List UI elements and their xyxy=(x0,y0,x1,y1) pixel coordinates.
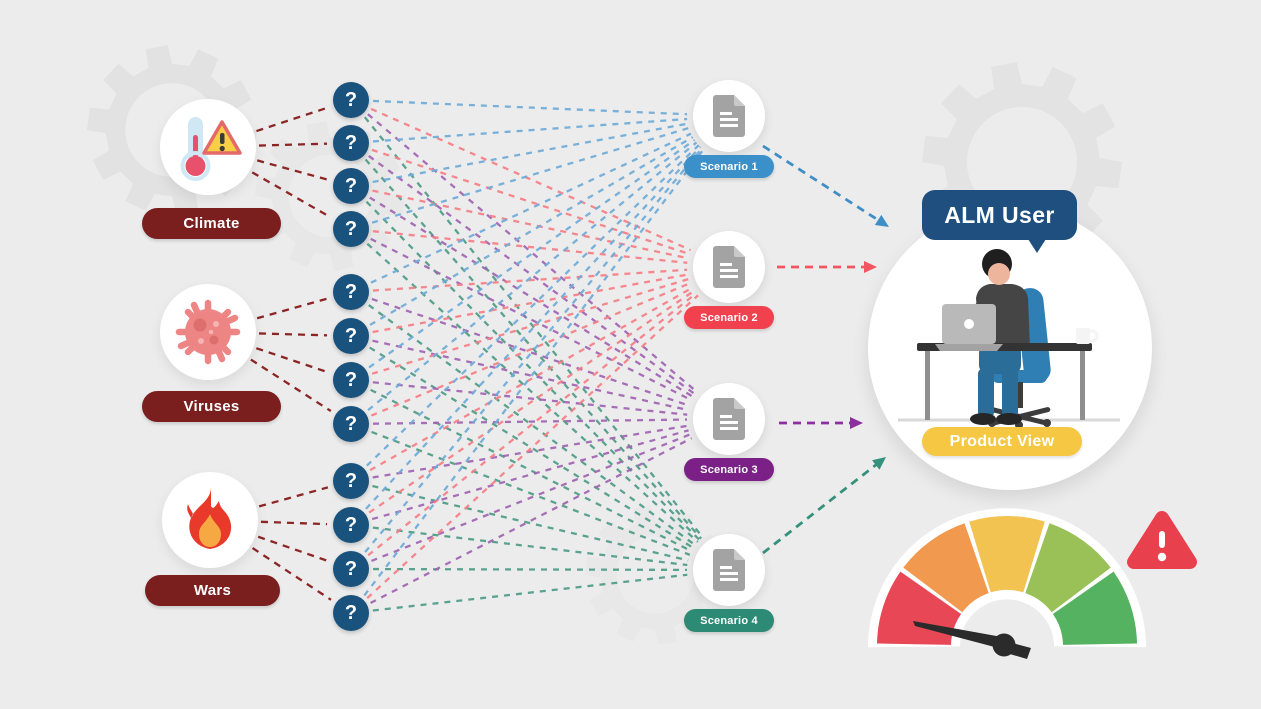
alm-user-bubble-tail xyxy=(1028,239,1046,253)
alm-user-label: ALM User xyxy=(944,201,1055,228)
question-node: ? xyxy=(333,362,369,398)
warning-triangle-icon xyxy=(1127,511,1197,569)
question-node: ? xyxy=(333,463,369,499)
question-node: ? xyxy=(333,274,369,310)
scenario-circle xyxy=(693,80,765,152)
source-pill-viruses: Viruses xyxy=(142,391,281,422)
arrowhead xyxy=(872,457,886,470)
question-node: ? xyxy=(333,82,369,118)
scenario-pill: Scenario 3 xyxy=(684,458,774,481)
document-icon xyxy=(713,246,745,288)
source-label: Viruses xyxy=(183,398,240,415)
source-label: Wars xyxy=(193,582,232,599)
product-view-pill: Product View xyxy=(922,427,1082,456)
scenario-circle xyxy=(693,534,765,606)
source-circle-viruses xyxy=(160,284,256,380)
question-node: ? xyxy=(333,318,369,354)
source-circle-climate xyxy=(160,99,256,195)
source-label: Climate xyxy=(183,215,240,232)
question-node: ? xyxy=(333,507,369,543)
document-icon xyxy=(713,398,745,440)
document-icon xyxy=(713,549,745,591)
flame-icon xyxy=(187,488,232,549)
question-node: ? xyxy=(333,125,369,161)
source-pill-wars: Wars xyxy=(145,575,280,606)
arrowhead xyxy=(864,261,877,273)
question-node: ? xyxy=(333,551,369,587)
risk-gauge xyxy=(868,508,1146,659)
scenario-circle xyxy=(693,383,765,455)
arrowhead xyxy=(874,214,889,227)
arrowhead xyxy=(850,417,863,429)
man-at-desk-illustration xyxy=(898,249,1120,429)
scenario-pill: Scenario 4 xyxy=(684,609,774,632)
source-pill-climate: Climate xyxy=(142,208,281,239)
scenario-pill: Scenario 2 xyxy=(684,306,774,329)
question-node: ? xyxy=(333,168,369,204)
thermometer-warning-icon xyxy=(180,117,242,181)
scenario-pill: Scenario 1 xyxy=(684,155,774,178)
scenario-circle xyxy=(693,231,765,303)
question-node: ? xyxy=(333,595,369,631)
document-icon xyxy=(713,95,745,137)
source-circle-wars xyxy=(162,472,258,568)
alm-user-bubble: ALM User xyxy=(922,190,1077,240)
question-node: ? xyxy=(333,211,369,247)
question-node: ? xyxy=(333,406,369,442)
product-view-label: Product View xyxy=(949,432,1055,450)
virus-icon xyxy=(175,299,241,365)
